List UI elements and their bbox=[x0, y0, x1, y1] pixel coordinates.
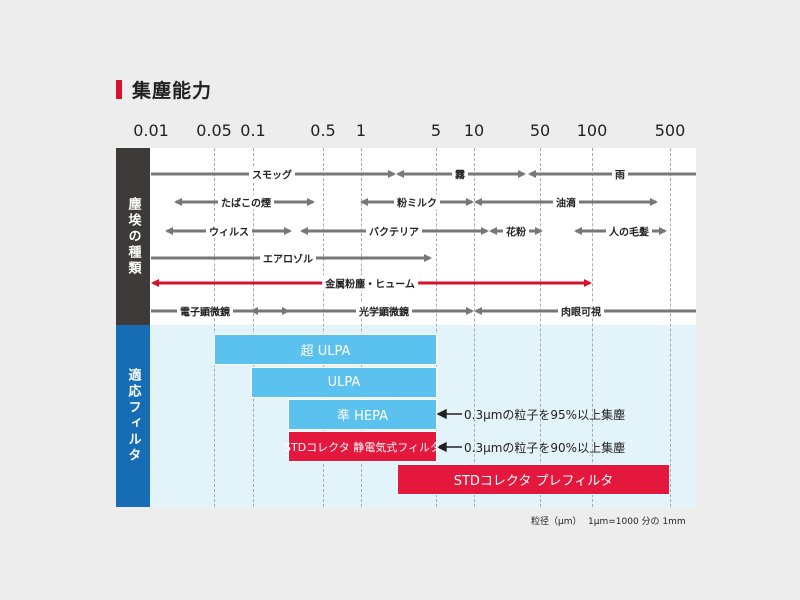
tick-label: 0.5 bbox=[310, 121, 336, 140]
range-label: ウィルス bbox=[206, 223, 252, 239]
range-label: 肉眼可視 bbox=[558, 303, 604, 319]
range-label: 人の毛髪 bbox=[606, 223, 652, 239]
filter-bar-ulpa: ULPA bbox=[251, 367, 437, 398]
filter-label: 準 HEPA bbox=[336, 409, 389, 424]
range-label: 電子顕微鏡 bbox=[177, 303, 233, 319]
tick-label: 0.1 bbox=[240, 121, 266, 140]
range-label: バクテリア bbox=[366, 223, 422, 239]
filter-bar-super-ulpa: 超 ULPA bbox=[214, 334, 437, 365]
tick-label: 50 bbox=[529, 121, 551, 140]
tick-label: 100 bbox=[576, 121, 608, 140]
axis-caption: 粒径（μm） bbox=[531, 517, 582, 527]
filter-label: 超 ULPA bbox=[300, 344, 351, 359]
range-label: 粉ミルク bbox=[394, 194, 440, 210]
title-marker bbox=[116, 80, 122, 99]
range-label: 光学顕微鏡 bbox=[356, 303, 412, 319]
note-90: 0.3μmの粒子を90%以上集塵 bbox=[464, 441, 626, 455]
range-label: 霧 bbox=[452, 166, 468, 182]
tick-label: 10 bbox=[463, 121, 485, 140]
filter-bar-electrostatic: STDコレクタ 静電気式フィルタ bbox=[284, 431, 441, 462]
filter-label: STDコレクタ プレフィルタ bbox=[453, 474, 614, 489]
range-label: 油滴 bbox=[553, 194, 579, 210]
side-label-particles: 塵埃の種類 bbox=[116, 148, 150, 325]
range-label: たばこの煙 bbox=[218, 194, 274, 210]
tick-label: 1 bbox=[355, 121, 367, 140]
tick-label: 500 bbox=[654, 121, 686, 140]
range-label: スモッグ bbox=[249, 166, 295, 182]
note-arrowhead-1 bbox=[436, 408, 447, 420]
filter-label: ULPA bbox=[327, 375, 361, 390]
page-title: 集塵能力 bbox=[132, 80, 213, 102]
filter-bar-semi-hepa: 準 HEPA bbox=[288, 399, 437, 430]
tick-label: 5 bbox=[430, 121, 442, 140]
filter-label: STDコレクタ 静電気式フィルタ bbox=[284, 440, 442, 454]
side-label-filters: 適応フィルタ bbox=[116, 325, 150, 507]
tick-label: 0.01 bbox=[133, 121, 169, 140]
tick-label: 0.05 bbox=[196, 121, 232, 140]
range-label: 花粉 bbox=[503, 223, 529, 239]
range-label: 雨 bbox=[612, 166, 628, 182]
unit-note: 1μm=1000 分の 1mm bbox=[588, 517, 686, 527]
range-label: エアロゾル bbox=[260, 250, 316, 266]
note-arrowhead-2 bbox=[436, 441, 447, 453]
filter-bar-prefilter: STDコレクタ プレフィルタ bbox=[397, 464, 670, 495]
note-95: 0.3μmの粒子を95%以上集塵 bbox=[464, 408, 626, 422]
range-label: 金属粉塵・ヒューム bbox=[322, 275, 418, 291]
